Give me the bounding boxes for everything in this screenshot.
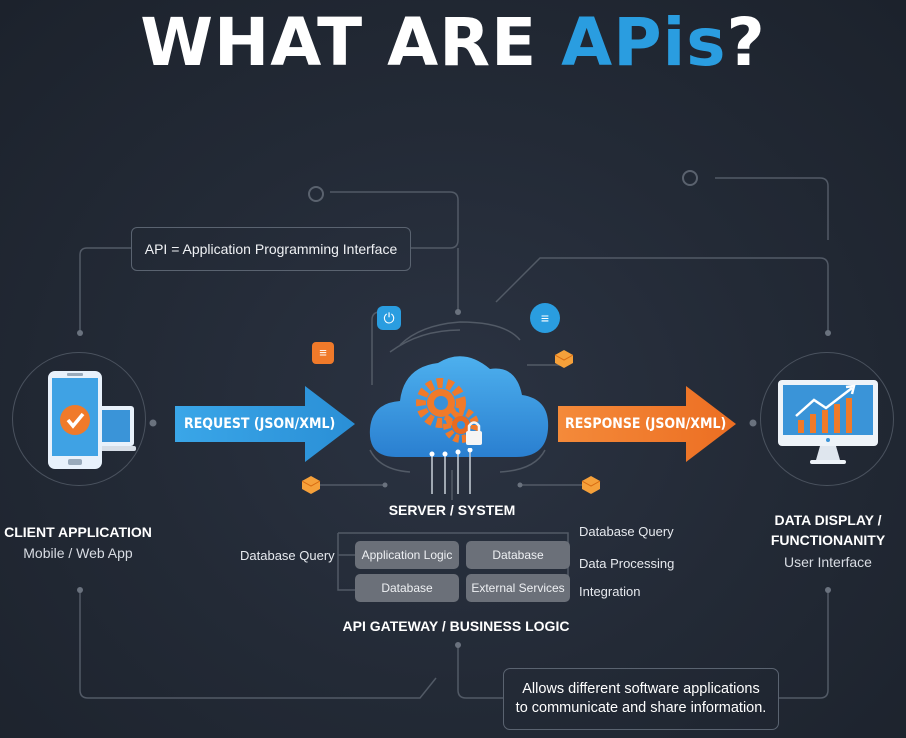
request-arrow xyxy=(175,386,355,462)
gateway-box-external-services: External Services xyxy=(466,574,570,602)
response-label: RESPONSE (JSON/XML) xyxy=(565,416,727,432)
response-arrow xyxy=(558,386,736,462)
gateway-box-database: Database xyxy=(466,541,570,569)
gateway-box-database: Database xyxy=(355,574,459,602)
info-box: Allows different software applications to… xyxy=(503,668,779,730)
plug-icon: ⏻ xyxy=(377,306,401,330)
cube-icon xyxy=(554,350,574,368)
title-accent: APis xyxy=(561,4,727,81)
display-subtitle: User Interface xyxy=(784,554,872,570)
gateway-right-label: Database Query xyxy=(579,524,674,539)
gateway-heading: API GATEWAY / BUSINESS LOGIC xyxy=(342,618,570,634)
server-heading: SERVER / SYSTEM xyxy=(388,502,516,518)
cloud-gears-icon xyxy=(369,356,549,457)
display-heading-1: DATA DISPLAY / xyxy=(774,512,882,528)
client-heading: CLIENT APPLICATION xyxy=(4,524,152,540)
cube-icon xyxy=(581,476,601,494)
gateway-right-label: Data Processing xyxy=(579,556,675,571)
gateway-left-label: Database Query xyxy=(240,548,335,563)
monitor-chart-icon xyxy=(778,380,878,464)
page-title: WHAT ARE APis? xyxy=(0,4,906,81)
display-heading-2: FUNCTIONANITY xyxy=(770,532,886,548)
request-label: REQUEST (JSON/XML) xyxy=(184,416,336,432)
client-subtitle: Mobile / Web App xyxy=(23,545,133,561)
document-icon: ≡ xyxy=(530,303,560,333)
definition-box: API = Application Programming Interface xyxy=(131,227,411,271)
cube-icon xyxy=(301,476,321,494)
info-line-2: to communicate and share information. xyxy=(515,700,767,716)
display-circle xyxy=(760,352,894,486)
gateway-box-application-logic: Application Logic xyxy=(355,541,459,569)
client-circle xyxy=(12,352,146,486)
title-suffix: ? xyxy=(726,4,766,81)
gateway-right-label: Integration xyxy=(579,584,641,599)
file-icon: ≡ xyxy=(312,342,334,364)
info-line-1: Allows different software applications xyxy=(522,681,760,698)
phone-laptop-icon xyxy=(48,371,136,469)
server-connectors xyxy=(429,448,473,494)
title-text: WHAT ARE xyxy=(140,4,562,81)
